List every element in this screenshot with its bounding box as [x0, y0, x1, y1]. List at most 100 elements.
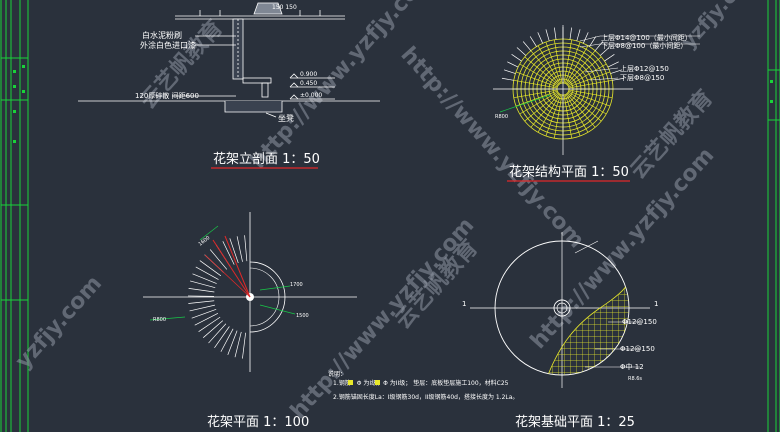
watermark-url: http://www.yzfjy.com [286, 213, 479, 424]
elevation-labels: 150 150 白水泥粉刷 外涂白色进口漆 120厚碎散 间距600 0.900… [135, 4, 322, 123]
rebar-radial-bar [530, 50, 560, 85]
elevation-level-b: 0.450 [300, 80, 317, 87]
pergola-slat [229, 238, 239, 264]
structure-tick [537, 32, 543, 44]
pergola-slat [195, 266, 219, 280]
rebar-radial-bar [567, 56, 602, 86]
elevation-section-drawing [78, 2, 380, 118]
pergola-slat [227, 330, 238, 356]
rebar-radial-bar [568, 79, 613, 89]
plan-dim-a: 1600 [198, 235, 212, 248]
rebar-radial-bar [564, 41, 581, 84]
structure-tick [545, 29, 550, 42]
structure-lower-top-label: 下层Φ8@100（最小间距） [601, 41, 687, 50]
pergola-slat [191, 308, 217, 319]
pergola-slat [189, 304, 216, 312]
rebar-radial-bar [515, 90, 558, 107]
plan-dim-b: 1700 [290, 282, 303, 288]
rebar-radial-bar [524, 56, 559, 86]
pergola-slats [188, 235, 248, 359]
plan-dim-c: R800 [153, 317, 166, 323]
structure-upper-bottom-label: 上层Φ12@150 [620, 64, 669, 73]
structure-tick [576, 29, 581, 42]
rebar-radial-bar [545, 94, 562, 137]
plan-dim-d: 1500 [296, 313, 309, 319]
notes-line-2: 2.钢筋锚固长度La：I级钢筋30d，II级钢筋40d，搭接长度为 1.2La。 [333, 393, 518, 401]
elevation-title: 花架立剖面 1：50 [213, 151, 320, 167]
plan-drawing [143, 212, 357, 372]
elevation-top-dim: 150 150 [272, 4, 297, 11]
rebar-radial-bar [513, 79, 558, 89]
rebar-radial-bar [566, 93, 596, 128]
structure-plan-drawing [493, 25, 700, 155]
pergola-slat [234, 331, 242, 358]
rebar-radial-bar [566, 50, 596, 85]
structure-tick [604, 54, 615, 62]
rebar-radial-bar [545, 41, 562, 84]
pergola-slat [202, 320, 224, 338]
rebar-radial-bar [519, 91, 558, 115]
rebar-radial-bar [564, 94, 581, 137]
pergola-slat [242, 332, 246, 359]
watermarks: http://www.yzfjy.com http://www.yzfjy.co… [11, 0, 764, 424]
foundation-plan-labels: 1 1 Φ12@150 Φ12@150 Φ中 12 R8.6s [462, 300, 658, 382]
pergola-slat [236, 236, 243, 262]
notes-heading: 说明： [328, 370, 346, 378]
rebar-radial-bar [568, 91, 607, 115]
foundation-rebar-b: Φ12@150 [620, 345, 655, 353]
structure-tick [511, 54, 522, 62]
structure-tick [569, 27, 572, 40]
structure-tick [516, 47, 527, 56]
rebar-radial-bar [537, 45, 561, 84]
structure-tick [607, 61, 619, 68]
pergola-slat [220, 328, 234, 352]
rebar-radial-bar [567, 92, 602, 122]
frame-ticks [13, 65, 773, 143]
pergola-slat [222, 241, 235, 265]
rebar-radial-bar [568, 63, 607, 87]
structure-tick [503, 69, 516, 74]
structure-upper-top-label: 上层Φ14@100（最小间距） [601, 33, 692, 42]
structure-plan-title: 花架结构平面 1：50 [509, 164, 629, 180]
pergola-slat [190, 280, 216, 289]
rebar-radial-bar [513, 89, 558, 99]
pergola-slat [214, 326, 230, 348]
notes-line-1: 1.钢筋：Φ 为I级，Φ 为II级； 垫层：底板垫层施工100，材料C25 [333, 379, 509, 387]
elevation-paint-label: 白水泥粉刷 [142, 30, 182, 40]
plan-title: 花架平面 1：100 [207, 414, 309, 430]
rebar-radial-bar [563, 94, 573, 139]
watermark-short: yzfjy.com [11, 271, 107, 374]
structure-tick [589, 36, 597, 47]
pergola-slat [188, 300, 215, 304]
rebar-radial-bar [524, 92, 559, 122]
rebar-radial-bar [568, 90, 611, 107]
elevation-base-label: 120厚碎散 间距600 [135, 91, 199, 100]
structure-tick [529, 36, 537, 47]
pergola-slat [198, 316, 221, 332]
elevation-level-c: ±0.000 [300, 92, 322, 99]
structure-lower-bottom-label: 下层Φ8@150 [620, 74, 664, 82]
rebar-radial-bar [515, 71, 558, 88]
rebar-radial-bar [537, 94, 561, 133]
structure-tick [612, 77, 625, 81]
design-notes: 说明： 1.钢筋：Φ 为I级，Φ 为II级； 垫层：底板垫层施工100，材料C2… [328, 370, 518, 401]
watermark-short: yzfjy.com [676, 0, 764, 53]
structure-tick [501, 77, 514, 81]
watermark-url: http://www.yzfjy.com [396, 42, 589, 253]
structure-tick [610, 69, 623, 74]
pergola-slat [199, 260, 222, 277]
structure-tick [522, 41, 532, 51]
rebar-radial-bar [530, 93, 560, 128]
rebar-radial-bar [553, 39, 563, 84]
rebar-radial-bar [563, 39, 573, 84]
rebar-radial-bar [553, 94, 563, 139]
elevation-bench-label: 坐凳 [278, 113, 294, 123]
elevation-paint2-label: 外涂白色进口漆 [140, 40, 196, 50]
structure-plan-labels: 上层Φ14@100（最小间距） 下层Φ8@100（最小间距） 上层Φ12@150… [495, 33, 692, 120]
pergola-slat [209, 249, 228, 270]
structure-tick [507, 61, 519, 68]
pergola-slat [194, 313, 219, 326]
foundation-rebar-c: Φ中 12 [620, 362, 644, 371]
